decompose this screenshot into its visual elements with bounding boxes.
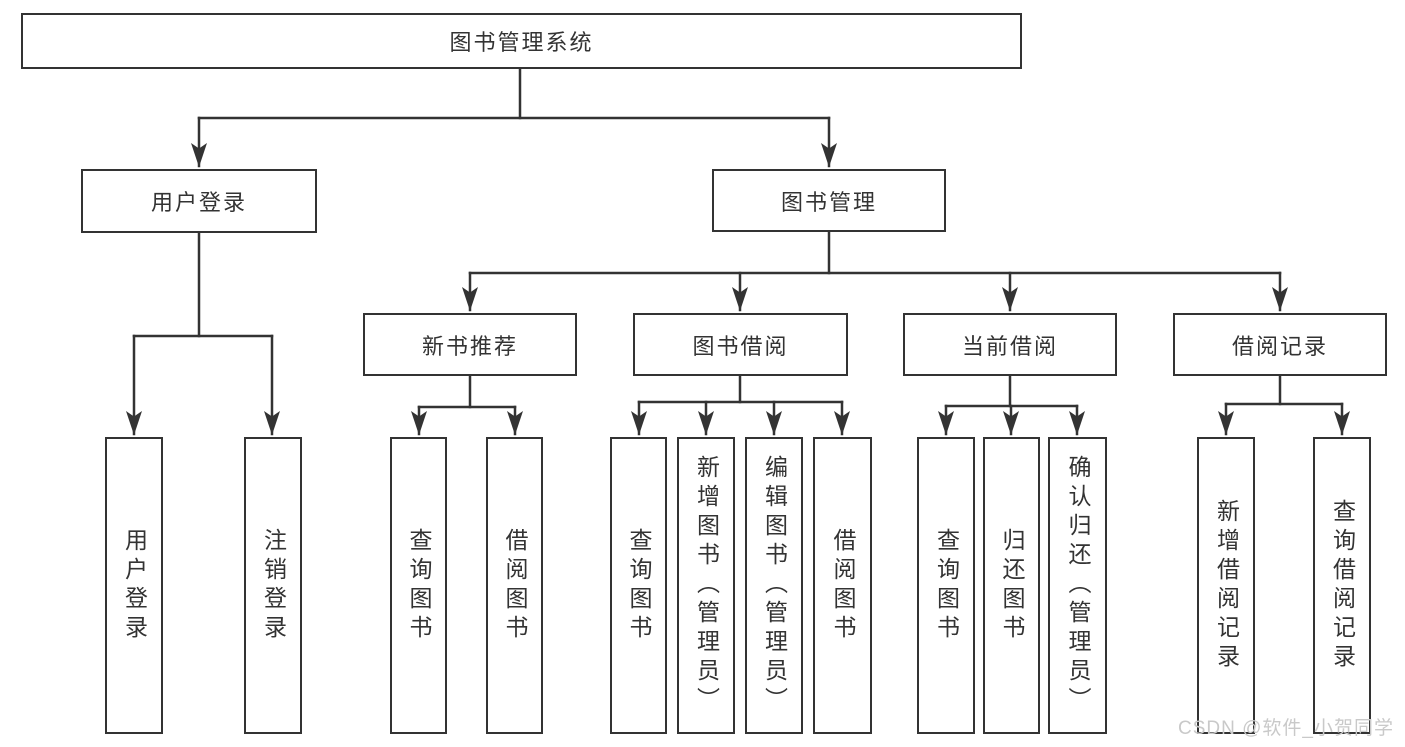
leaf-logout: 注销登录 bbox=[244, 437, 302, 734]
leaf-add-books-admin: 新增图书（管理员） bbox=[677, 437, 735, 734]
leaf-query-books-3: 查询图书 bbox=[917, 437, 975, 734]
leaf-add-borrow-record: 新增借阅记录 bbox=[1197, 437, 1255, 734]
leaf-user-login: 用户登录 bbox=[105, 437, 163, 734]
node-new-book-recommend: 新书推荐 bbox=[363, 313, 577, 376]
node-borrow-records: 借阅记录 bbox=[1173, 313, 1387, 376]
node-library-system: 图书管理系统 bbox=[21, 13, 1022, 69]
node-book-management: 图书管理 bbox=[712, 169, 946, 232]
leaf-query-books: 查询图书 bbox=[390, 437, 447, 734]
csdn-watermark: CSDN @软件_小贺同学 bbox=[1178, 718, 1394, 739]
leaf-query-books-2: 查询图书 bbox=[610, 437, 667, 734]
leaf-query-borrow-record: 查询借阅记录 bbox=[1313, 437, 1371, 734]
node-user-login: 用户登录 bbox=[81, 169, 317, 233]
node-book-borrow: 图书借阅 bbox=[633, 313, 848, 376]
leaf-confirm-return-admin: 确认归还（管理员） bbox=[1048, 437, 1107, 734]
leaf-return-books: 归还图书 bbox=[983, 437, 1040, 734]
leaf-borrow-books: 借阅图书 bbox=[486, 437, 543, 734]
leaf-borrow-books-2: 借阅图书 bbox=[813, 437, 872, 734]
node-current-borrow: 当前借阅 bbox=[903, 313, 1117, 376]
leaf-edit-books-admin: 编辑图书（管理员） bbox=[745, 437, 803, 734]
